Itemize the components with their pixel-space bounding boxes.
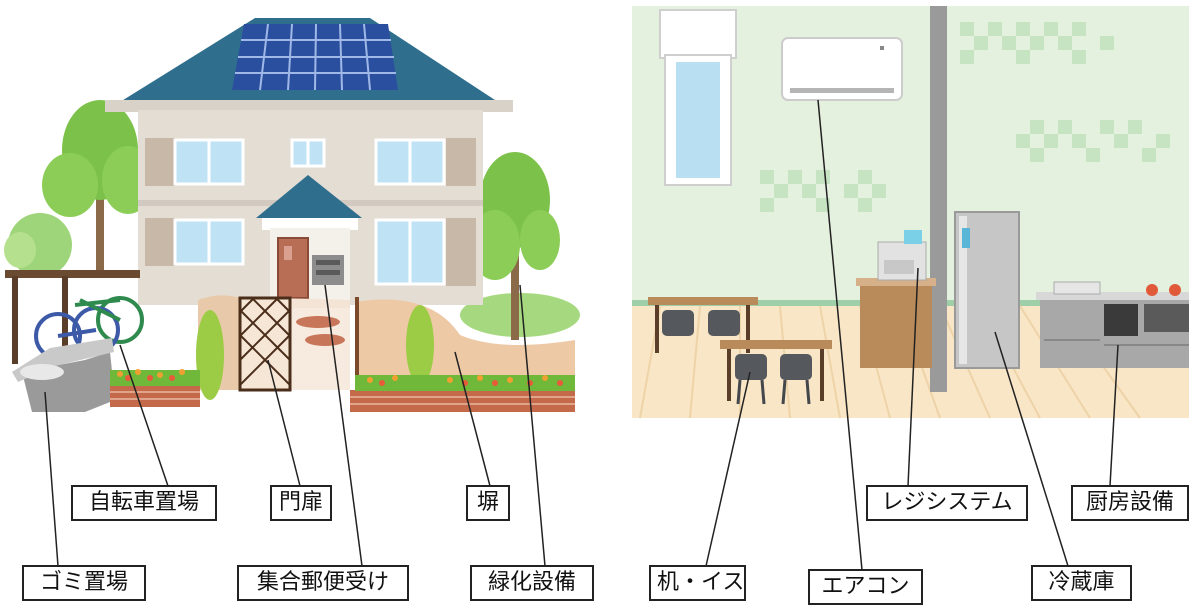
label-bicycle-parking: 自転車置場 [71, 485, 217, 521]
label-fridge: 冷蔵庫 [1031, 565, 1132, 601]
interior-window [659, 9, 737, 186]
background-tree-left [4, 100, 154, 277]
label-greening: 緑化設備 [470, 565, 594, 601]
leader-lines [44, 99, 1119, 571]
roof [105, 18, 513, 112]
garbage-box [12, 338, 115, 412]
wall-checker-pattern [760, 22, 1170, 212]
entrance [256, 175, 362, 308]
refrigerator [954, 211, 1020, 369]
label-aircon: エアコン [808, 569, 923, 605]
interior-scene [632, 6, 1189, 419]
label-wall: 塀 [466, 485, 510, 521]
label-kitchen: 厨房設備 [1071, 485, 1189, 521]
house-windows [145, 138, 476, 286]
label-garbage-area: ゴミ置場 [22, 565, 146, 601]
lattice-gate [238, 296, 292, 392]
label-mailbox: 集合郵便受け [237, 565, 409, 601]
label-register: レジシステム [866, 485, 1028, 521]
tables-and-chairs [648, 297, 832, 405]
label-desk-chair: 机・イス [649, 565, 746, 601]
house-scene [4, 18, 580, 412]
kitchen-unit [1036, 281, 1189, 368]
air-conditioner [781, 37, 903, 101]
pillar [930, 6, 947, 392]
label-gate-door: 門扉 [270, 485, 332, 521]
shrubs [110, 305, 575, 400]
